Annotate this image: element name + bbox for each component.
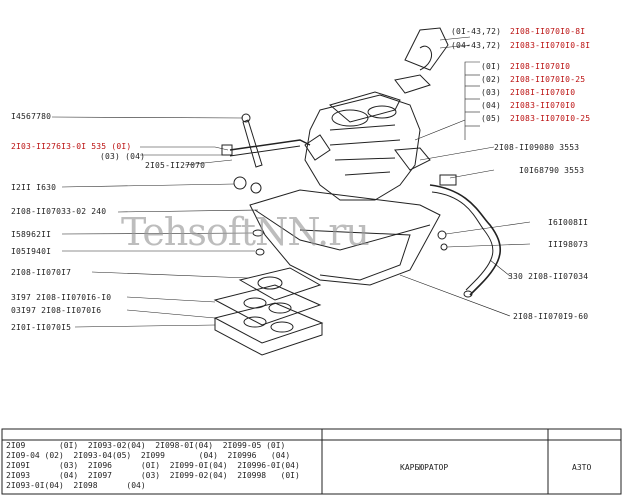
label-2101: 2I0I-II070I5 [11, 323, 72, 332]
top-fitting [394, 74, 431, 94]
label-r02-pn: 2I08-II070I0-25 [510, 75, 586, 84]
label-14567780: I4567780 [11, 112, 52, 121]
hose-clamp [439, 174, 457, 186]
label-r05: (05) [481, 114, 502, 123]
washer [250, 182, 262, 194]
carburetor-lever [394, 147, 431, 171]
label-r01-pn: 2I08-II070I0 [510, 62, 571, 71]
vacuum-hose-left [229, 139, 311, 151]
title-block-models-row-1: 2I09 (0I) 2I093-02(04) 2I098-0I(04) 2I09… [6, 441, 286, 450]
title-block-models-row-2: 2I09-04 (02) 2I093-04(05) 2I099 (04) 2I0… [6, 451, 291, 460]
label-2103b: (03) (04) [100, 152, 146, 161]
label-r01: (0I) [481, 62, 502, 71]
label-r-1119: III98073 [548, 240, 589, 249]
spacer-hole-2 [270, 321, 294, 333]
hose-end [463, 290, 473, 298]
heat-shield [249, 189, 441, 286]
diagram-drawing [213, 27, 502, 356]
spacer-block-side [214, 318, 323, 356]
label-r02: (02) [481, 75, 502, 84]
title-block-title: КАРБЮРАТОР [400, 463, 449, 472]
vacuum-hose-left-inner [229, 145, 301, 157]
title-block-frame [1, 428, 622, 495]
gasket-upper-hole [257, 276, 283, 290]
label-r-1016: I0I68790 3553 [519, 166, 585, 175]
throttle-bore-2 [367, 105, 397, 119]
label-top-right-2: (04-43,72) [451, 41, 502, 50]
label-top-right-1-pn: 2I08-II070I0-8I [510, 27, 586, 36]
label-r-330: 330 2I08-II07034 [508, 272, 589, 281]
gasket-mid-hole-2 [268, 302, 292, 314]
label-r-2108-60: 2I08-II070I9-60 [513, 312, 589, 321]
nut-right-2 [440, 243, 448, 251]
top-hose [404, 27, 449, 71]
nut [233, 176, 247, 190]
top-pipe [419, 45, 432, 71]
label-1211: I2II I630 [11, 183, 57, 192]
stud [242, 119, 263, 168]
title-block-models-row-4: 2I093 (04) 2I097 (03) 2I099-02(04) 2I099… [6, 471, 300, 480]
title-block-models-row-5: 2I093-0I(04) 2I098 (04) [6, 481, 146, 490]
label-r03-pn: 2I08I-II070I0 [510, 88, 576, 97]
heat-shield-lower [299, 229, 411, 281]
label-3197a: 3I97 2I08-II070I6-I0 [11, 293, 112, 302]
spacer-hole-1 [243, 316, 267, 328]
label-1589: I58962II [11, 230, 52, 239]
nut-right-1 [437, 230, 447, 240]
label-r05-pn: 2I083-II070I0-25 [510, 114, 591, 123]
carburetor-body [304, 94, 421, 201]
title-block-code: А3ТО [572, 463, 592, 472]
leader-lines [51, 36, 531, 328]
throttle-bore-1 [331, 109, 369, 127]
label-2103: 2I03-II276I3-0I 535 (0I) [11, 142, 132, 151]
label-r03: (03) [481, 88, 502, 97]
label-1051: I05I940I [11, 247, 52, 256]
washer-left-2 [255, 248, 265, 256]
carburetor-cover [328, 91, 401, 123]
label-top-right-2-pn: 2I083-II070I0-8I [510, 41, 591, 50]
fuel-hose-right-inner [431, 191, 494, 291]
label-r-2108-3553: 2I08-II09080 3553 [494, 143, 580, 152]
washer-left-1 [252, 229, 264, 237]
heat-shield-fold [254, 209, 431, 251]
label-3197b: 03I97 2I08-II070I6 [11, 306, 102, 315]
gasket-upper [238, 267, 322, 301]
watermark: TehsoftNN.ru [121, 210, 370, 254]
label-2108-17: 2I08-II070I7 [11, 268, 72, 277]
label-r04: (04) [481, 101, 502, 110]
label-2108-240: 2I08-II07033-02 240 [11, 207, 107, 216]
carburetor-detail-lines [329, 124, 401, 176]
fuel-hose-right [429, 184, 502, 296]
title-block-models-row-3: 2I09I (03) 2I096 (0I) 2I099-0I(04) 2I099… [6, 461, 300, 470]
label-2105: 2I05-II27070 [145, 161, 206, 170]
choke-linkage [304, 134, 331, 161]
label-r-1610: I6I008II [548, 218, 589, 227]
label-top-right-1: (0I-43,72) [451, 27, 502, 36]
label-r04-pn: 2I083-II070I0 [510, 101, 576, 110]
gasket-mid [213, 284, 322, 326]
